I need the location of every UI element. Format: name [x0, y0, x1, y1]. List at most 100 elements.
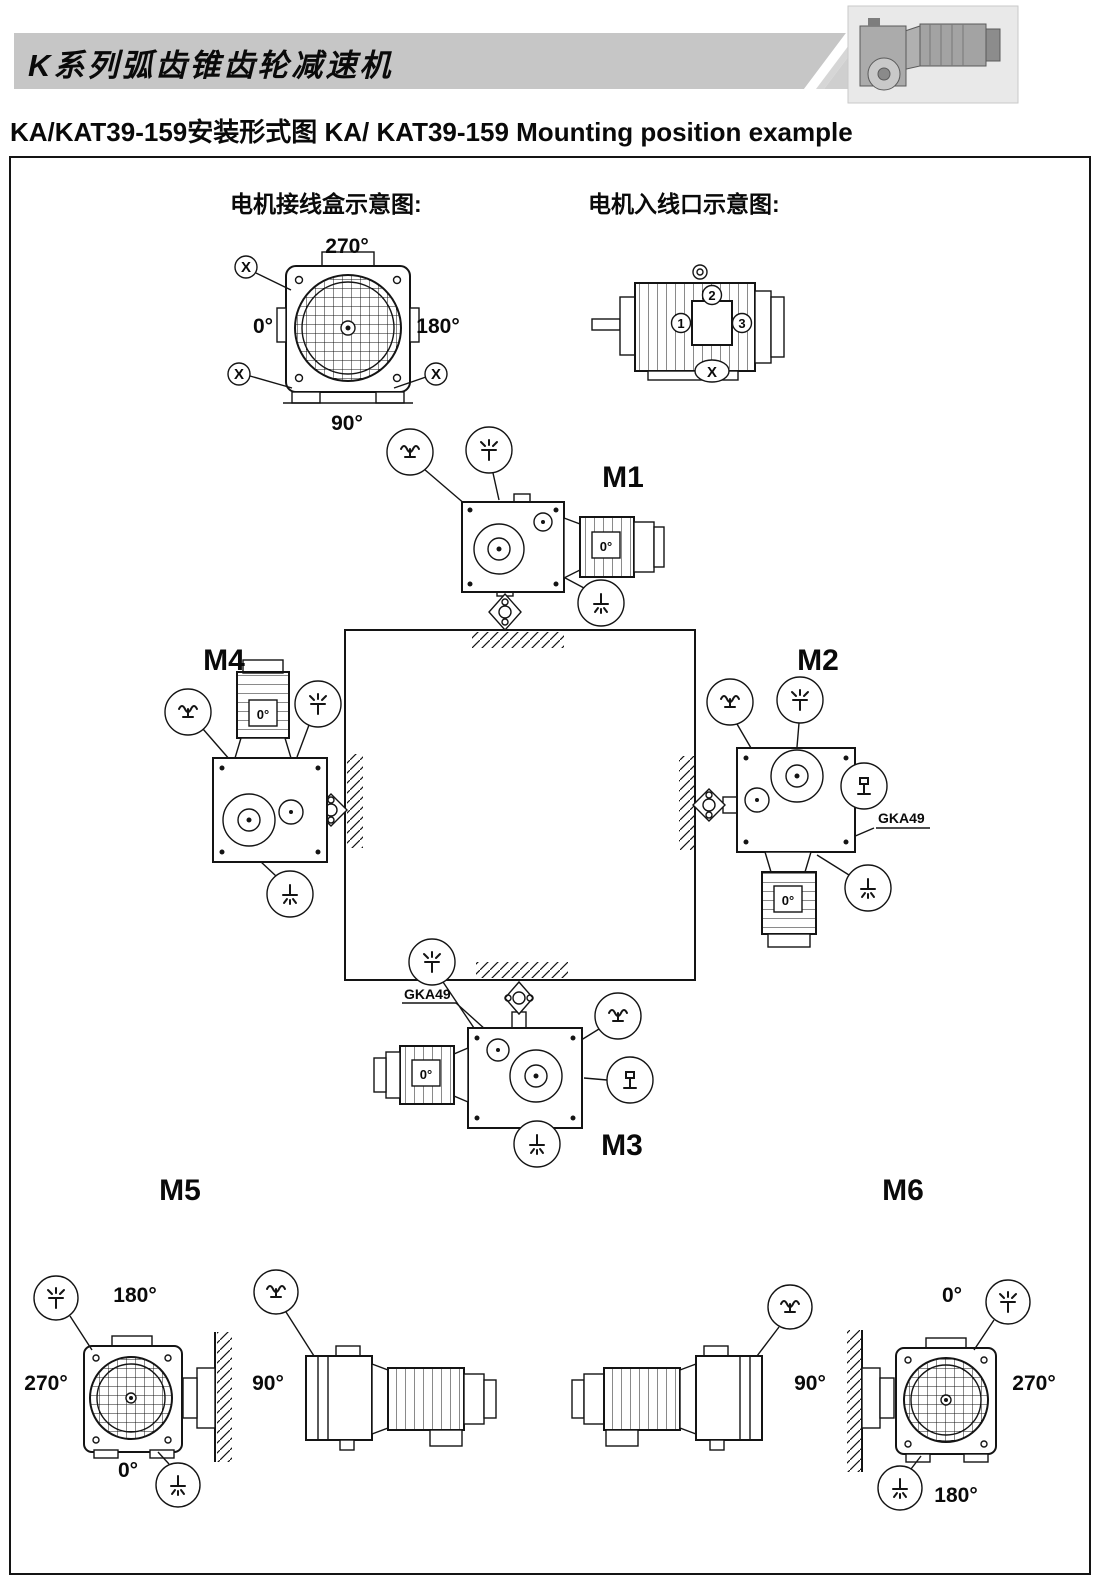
m5-front-view: 180° 270° 0° — [24, 1275, 232, 1508]
m6-deg-270: 270° — [1012, 1372, 1055, 1395]
m3-gka49-label: GKA49 — [404, 986, 451, 1002]
breather-icon — [294, 680, 342, 728]
m6-label: M6 — [882, 1174, 924, 1207]
junction-deg-bottom: 90° — [331, 412, 363, 435]
m6-deg-180: 180° — [934, 1484, 977, 1507]
section-subtitle: KA/KAT39-159安装形式图 KA/ KAT39-159 Mounting… — [10, 117, 853, 147]
wall-hatch — [847, 1330, 862, 1472]
junction-leader-lines — [249, 272, 427, 389]
breather-icon — [985, 1279, 1031, 1325]
m2-motor-zero-label: 0° — [782, 893, 794, 908]
oil-level-icon — [767, 1284, 813, 1330]
m2-gka49-callout: GKA49 — [876, 810, 930, 829]
m4-unit: 0° M4 — [164, 644, 348, 918]
m3-label: M3 — [601, 1129, 643, 1162]
breather-icon — [776, 676, 824, 724]
oil-drain-icon — [877, 1465, 923, 1511]
m3-motor: 0° — [373, 1045, 469, 1105]
m4-leader-lines — [202, 724, 310, 877]
product-photo — [847, 5, 1019, 104]
inlet-pos-x-label: X — [707, 364, 717, 381]
x-marker-bottom-left: X — [227, 362, 251, 386]
breather-icon — [408, 938, 456, 986]
m4-motor: 0° — [234, 659, 292, 759]
m5-deg-270: 270° — [24, 1372, 67, 1395]
m5-deg-0: 0° — [118, 1459, 138, 1482]
page-title: K系列弧齿锥齿轮减速机 — [28, 48, 394, 83]
x-marker-top-left: X — [234, 255, 258, 279]
x-marker-label: X — [431, 366, 441, 383]
m4-motor-zero-label: 0° — [257, 707, 269, 722]
m3-output-flange — [504, 980, 534, 1029]
m4-gearbox — [212, 757, 328, 863]
leader-line — [756, 1326, 780, 1357]
inlet-pos-1-label: 1 — [677, 316, 684, 331]
oil-level-icon — [706, 678, 754, 726]
mounting-base-square — [344, 629, 696, 981]
x-marker-label: X — [234, 366, 244, 383]
oil-fill-icon — [606, 1056, 654, 1104]
inlet-pos-3-label: 3 — [738, 316, 745, 331]
wall-hatch — [217, 1332, 232, 1462]
inlet-pos-1: 1 — [670, 312, 692, 334]
m5-deg-90: 90° — [252, 1372, 284, 1395]
oil-drain-icon — [266, 870, 314, 918]
junction-deg-top: 270° — [325, 235, 368, 258]
m6-deg-90: 90° — [794, 1372, 826, 1395]
hatch-bottom — [476, 962, 568, 978]
oil-drain-icon — [155, 1462, 201, 1508]
m6-side-view: 90° — [571, 1284, 826, 1451]
inlet-pos-3: 3 — [731, 312, 753, 334]
breather-icon — [33, 1275, 79, 1321]
m5-leader-lines — [69, 1315, 170, 1465]
junction-deg-right: 180° — [416, 315, 459, 338]
hatch-right — [679, 756, 695, 850]
junction-box-title: 电机接线盒示意图: — [230, 191, 422, 217]
m1-gearbox — [461, 493, 565, 593]
inlet-title: 电机入线口示意图: — [588, 191, 780, 217]
m2-motor: 0° — [761, 851, 817, 948]
m6-front-view: 0° 270° 180° — [847, 1279, 1056, 1511]
m3-unit: 0° GKA49 M3 — [373, 938, 654, 1168]
breather-icon — [465, 426, 513, 474]
oil-level-icon — [253, 1269, 299, 1315]
oil-drain-icon — [577, 579, 625, 627]
hatch-left — [347, 754, 363, 848]
m3-gearbox — [467, 1027, 583, 1129]
junction-deg-left: 0° — [253, 315, 273, 338]
m2-output-flange — [692, 788, 738, 822]
m1-output-flange — [488, 589, 522, 632]
m4-label: M4 — [203, 644, 245, 677]
m1-label: M1 — [602, 461, 644, 494]
oil-drain-icon — [513, 1120, 561, 1168]
m3-motor-zero-label: 0° — [420, 1067, 432, 1082]
x-marker-label: X — [241, 259, 251, 276]
oil-level-icon — [386, 428, 434, 476]
inlet-pos-2: 2 — [701, 284, 723, 306]
oil-drain-icon — [844, 864, 892, 912]
inlet-pos-x: X — [694, 359, 730, 383]
m5-side-view: 90° — [252, 1269, 497, 1451]
main-border — [9, 156, 1091, 1575]
leader-line — [285, 1311, 315, 1357]
junction-box-diagram: X X X 270° 0° 180° 90° — [227, 235, 460, 435]
m3-gka49-callout: GKA49 — [402, 986, 456, 1004]
m2-gka49-label: GKA49 — [878, 810, 925, 826]
m5-label: M5 — [159, 1174, 201, 1207]
m5-deg-180: 180° — [113, 1284, 156, 1307]
inlet-pos-2-label: 2 — [708, 288, 715, 303]
m2-label: M2 — [797, 644, 839, 677]
hatch-top — [472, 632, 564, 648]
m6-deg-0: 0° — [942, 1284, 962, 1307]
inlet-diagram: 2 1 3 X — [591, 264, 785, 383]
x-marker-bottom-right: X — [424, 362, 448, 386]
m1-motor: 0° — [563, 516, 665, 580]
oil-level-icon — [594, 992, 642, 1040]
m1-motor-zero-label: 0° — [600, 539, 612, 554]
m1-unit: 0° M1 — [386, 426, 665, 632]
oil-fill-icon — [840, 762, 888, 810]
m2-gearbox — [736, 747, 856, 853]
m2-unit: 0° GKA49 M2 — [692, 644, 930, 948]
